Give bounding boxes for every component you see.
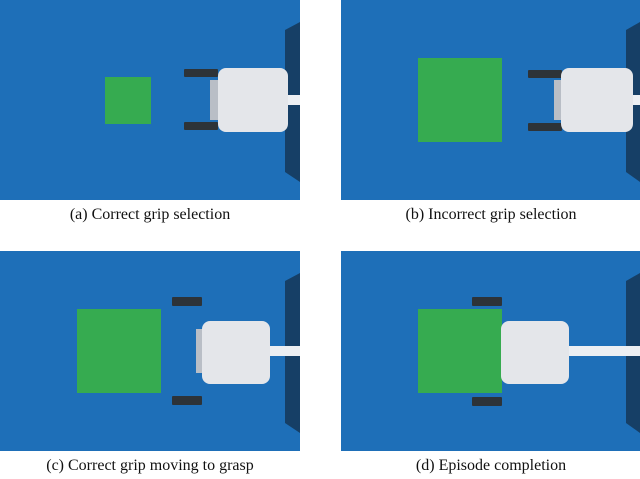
- gripper-finger-bottom: [528, 123, 562, 131]
- green-object: [105, 77, 151, 124]
- gripper-finger-top: [172, 297, 202, 306]
- green-object: [418, 309, 502, 393]
- gripper-arm: [268, 346, 300, 356]
- gripper-arm: [565, 346, 640, 356]
- gripper-finger-bottom: [172, 396, 202, 405]
- scene-b-image: [341, 0, 640, 200]
- gripper-arm: [287, 95, 300, 105]
- gripper-finger-top: [528, 70, 562, 78]
- caption-c: (c) Correct grip moving to grasp: [46, 457, 254, 474]
- scene-c-image: [0, 251, 300, 451]
- gripper-body: [561, 68, 633, 132]
- gripper-finger-top: [472, 297, 502, 306]
- scene-d-image: [341, 251, 640, 451]
- gripper-finger-top: [184, 69, 218, 77]
- gripper-body: [202, 321, 270, 384]
- gripper-body: [501, 321, 569, 384]
- caption-b: (b) Incorrect grip selection: [405, 206, 577, 223]
- caption-a: (a) Correct grip selection: [69, 206, 231, 223]
- scene-a-image: [0, 0, 300, 200]
- gripper-body: [218, 68, 288, 132]
- green-object: [77, 309, 161, 393]
- gripper-finger-bottom: [472, 397, 502, 406]
- gripper-finger-bottom: [184, 122, 218, 130]
- caption-d: (d) Episode completion: [415, 457, 567, 474]
- green-object: [418, 58, 502, 142]
